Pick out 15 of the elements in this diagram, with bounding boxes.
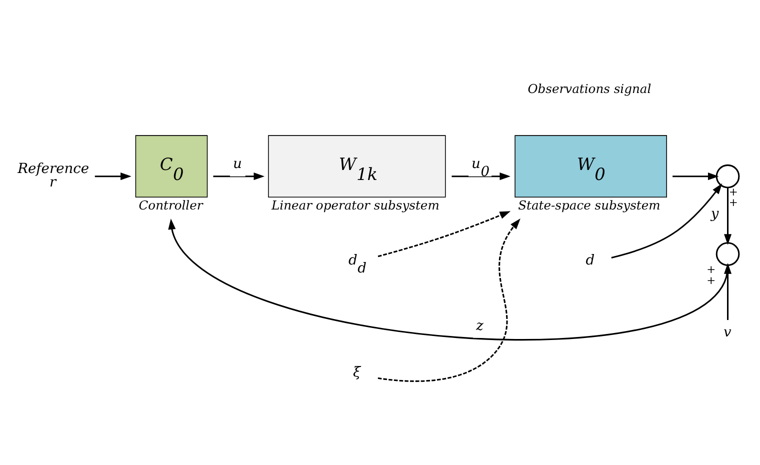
node-label: +: [706, 274, 716, 287]
edge-label: z: [476, 318, 484, 334]
node-label: +: [728, 185, 738, 198]
node-text: ξ: [353, 364, 361, 381]
node-text: v: [724, 324, 732, 341]
node-text: d: [586, 252, 595, 268]
edge-label: y: [710, 206, 719, 222]
node-label: +: [728, 196, 738, 210]
node-label: Controller: [138, 198, 203, 212]
node-label: State-space subsystem: [518, 198, 660, 212]
node-label: Linear operator subsystem: [272, 198, 440, 212]
label: Observations signal: [528, 82, 652, 96]
node-text: Reference r: [18, 160, 90, 191]
node-label: +: [706, 263, 716, 276]
edge-label: u: [233, 156, 242, 172]
